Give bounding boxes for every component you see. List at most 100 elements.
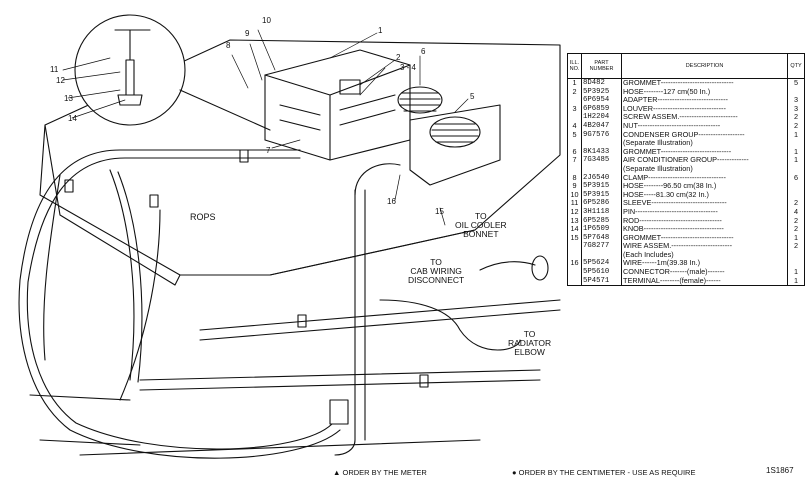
callout-11: 11 — [50, 65, 59, 74]
ill-no-cell: 14 — [567, 225, 582, 234]
description-cell: WIRE ASSEM.------------------------- — [621, 242, 788, 251]
ill-no-cell: 4 — [567, 121, 582, 131]
ill-no-cell — [567, 96, 582, 105]
part-number-cell: 1P6509 — [581, 225, 622, 234]
ill-no-cell: 11 — [567, 199, 582, 208]
table-row: 5P5610 CONNECTOR-------(male)-------1 — [567, 268, 805, 277]
louver-lower — [429, 116, 481, 148]
description-cell: NUT---------------------------------- — [621, 121, 788, 131]
ill-no: 6 — [572, 147, 577, 156]
qty-cell: 6 — [787, 173, 805, 183]
callout-12: 12 — [56, 76, 65, 85]
part-number-cell — [581, 139, 622, 148]
part-number-cell: 6P5285 — [581, 216, 622, 226]
label-cab-wiring: TO CAB WIRING DISCONNECT — [408, 257, 465, 285]
clamps — [64, 149, 429, 425]
description-cell: SLEEVE------------------------------- — [621, 199, 788, 208]
ill-no-cell: 8 — [567, 173, 582, 183]
description-cell: WIRE------1m(39.38 In.) — [621, 259, 788, 269]
callout-5: 5 — [470, 92, 475, 101]
qty-cell: 2 — [787, 113, 805, 122]
exploded-parts-diagram: 10 9 8 1 2 3 - 4 6 5 7 11 12 13 14 15 16… — [18, 14, 561, 459]
ill-no-cell: ●10 — [567, 190, 582, 200]
callout-7: 7 — [266, 146, 271, 155]
qty-cell — [787, 139, 805, 148]
description-cell: GROMMET------------------------------ — [621, 78, 788, 88]
callout-6: 6 — [421, 47, 426, 56]
part-number-cell — [581, 164, 622, 174]
description-cell: CONNECTOR-------(male)------- — [621, 268, 788, 277]
callout-16: 16 — [387, 197, 396, 206]
part-number-cell: 5P5624 — [581, 259, 622, 269]
ill-no-cell: 13 — [567, 216, 582, 226]
ill-no-cell: 7 — [567, 156, 582, 165]
part-number-cell: 2J6540 — [581, 173, 622, 183]
part-number-cell: 1H2204 — [581, 113, 622, 122]
callout-13: 13 — [64, 94, 73, 103]
ill-no-cell — [567, 164, 582, 174]
ill-no-cell — [567, 113, 582, 122]
part-number-cell: 7G3485 — [581, 156, 622, 165]
qty-cell: 2 — [787, 121, 805, 131]
table-row: (Each Includes) — [567, 250, 805, 260]
ill-no: 8 — [572, 173, 577, 182]
ill-no-cell — [567, 250, 582, 260]
part-number-cell: 8K1433 — [581, 147, 622, 157]
description-cell: KNOB--------------------------------- — [621, 225, 788, 234]
ill-no: 7 — [572, 156, 577, 165]
description-cell: SCREW ASSEM.------------------------ — [621, 113, 788, 122]
leader-lines — [62, 29, 469, 226]
ill-no: 14 — [570, 225, 579, 234]
description-cell: HOSE-----81.30 cm(32 In.) — [621, 190, 788, 200]
ill-no-cell: 15 — [567, 233, 582, 243]
qty-cell: 2 — [787, 242, 805, 251]
qty-cell: 1 — [787, 276, 805, 287]
qty-cell: 1 — [787, 130, 805, 140]
part-number-cell: 4B2047 — [581, 121, 622, 131]
description-cell: LOUVER------------------------------ — [621, 104, 788, 114]
callout-10: 10 — [262, 16, 271, 25]
ill-no: 13 — [570, 216, 579, 225]
label-radiator: TO RADIATOR ELBOW — [508, 329, 552, 357]
description-cell: PIN---------------------------------- — [621, 207, 788, 217]
description-cell: TERMINAL--------(female)------ — [621, 276, 788, 287]
description-cell: HOSE--------96.50 cm(38 In.) — [621, 182, 788, 191]
part-number-cell: 8D482 — [581, 78, 622, 88]
description-cell: (Each Includes) — [621, 250, 788, 260]
condenser — [409, 104, 501, 186]
description-cell: (Separate Illustration) — [621, 164, 788, 174]
callout-15: 15 — [435, 207, 444, 216]
description-cell: AIR CONDITIONER GROUP------------- — [621, 156, 788, 165]
ill-no: 1 — [572, 78, 577, 87]
detail-inset-circle — [74, 14, 186, 126]
diagram-drawing — [18, 14, 561, 459]
description-cell: HOSE--------127 cm(50 In.) — [621, 87, 788, 97]
qty-cell: 1 — [787, 147, 805, 157]
ill-no: 3 — [572, 104, 577, 113]
part-number-cell: 3H1118 — [581, 207, 622, 217]
ill-no-cell: ▲16 — [567, 259, 582, 269]
header-ill-no: ILL. NO. — [567, 53, 582, 79]
ill-no-cell — [567, 242, 582, 251]
qty-cell: 4 — [787, 207, 805, 217]
part-number-cell: 5P4571 — [581, 276, 622, 287]
qty-cell: 2 — [787, 216, 805, 226]
ill-no-cell: 3 — [567, 104, 582, 114]
ill-no-cell: 6 — [567, 147, 582, 157]
